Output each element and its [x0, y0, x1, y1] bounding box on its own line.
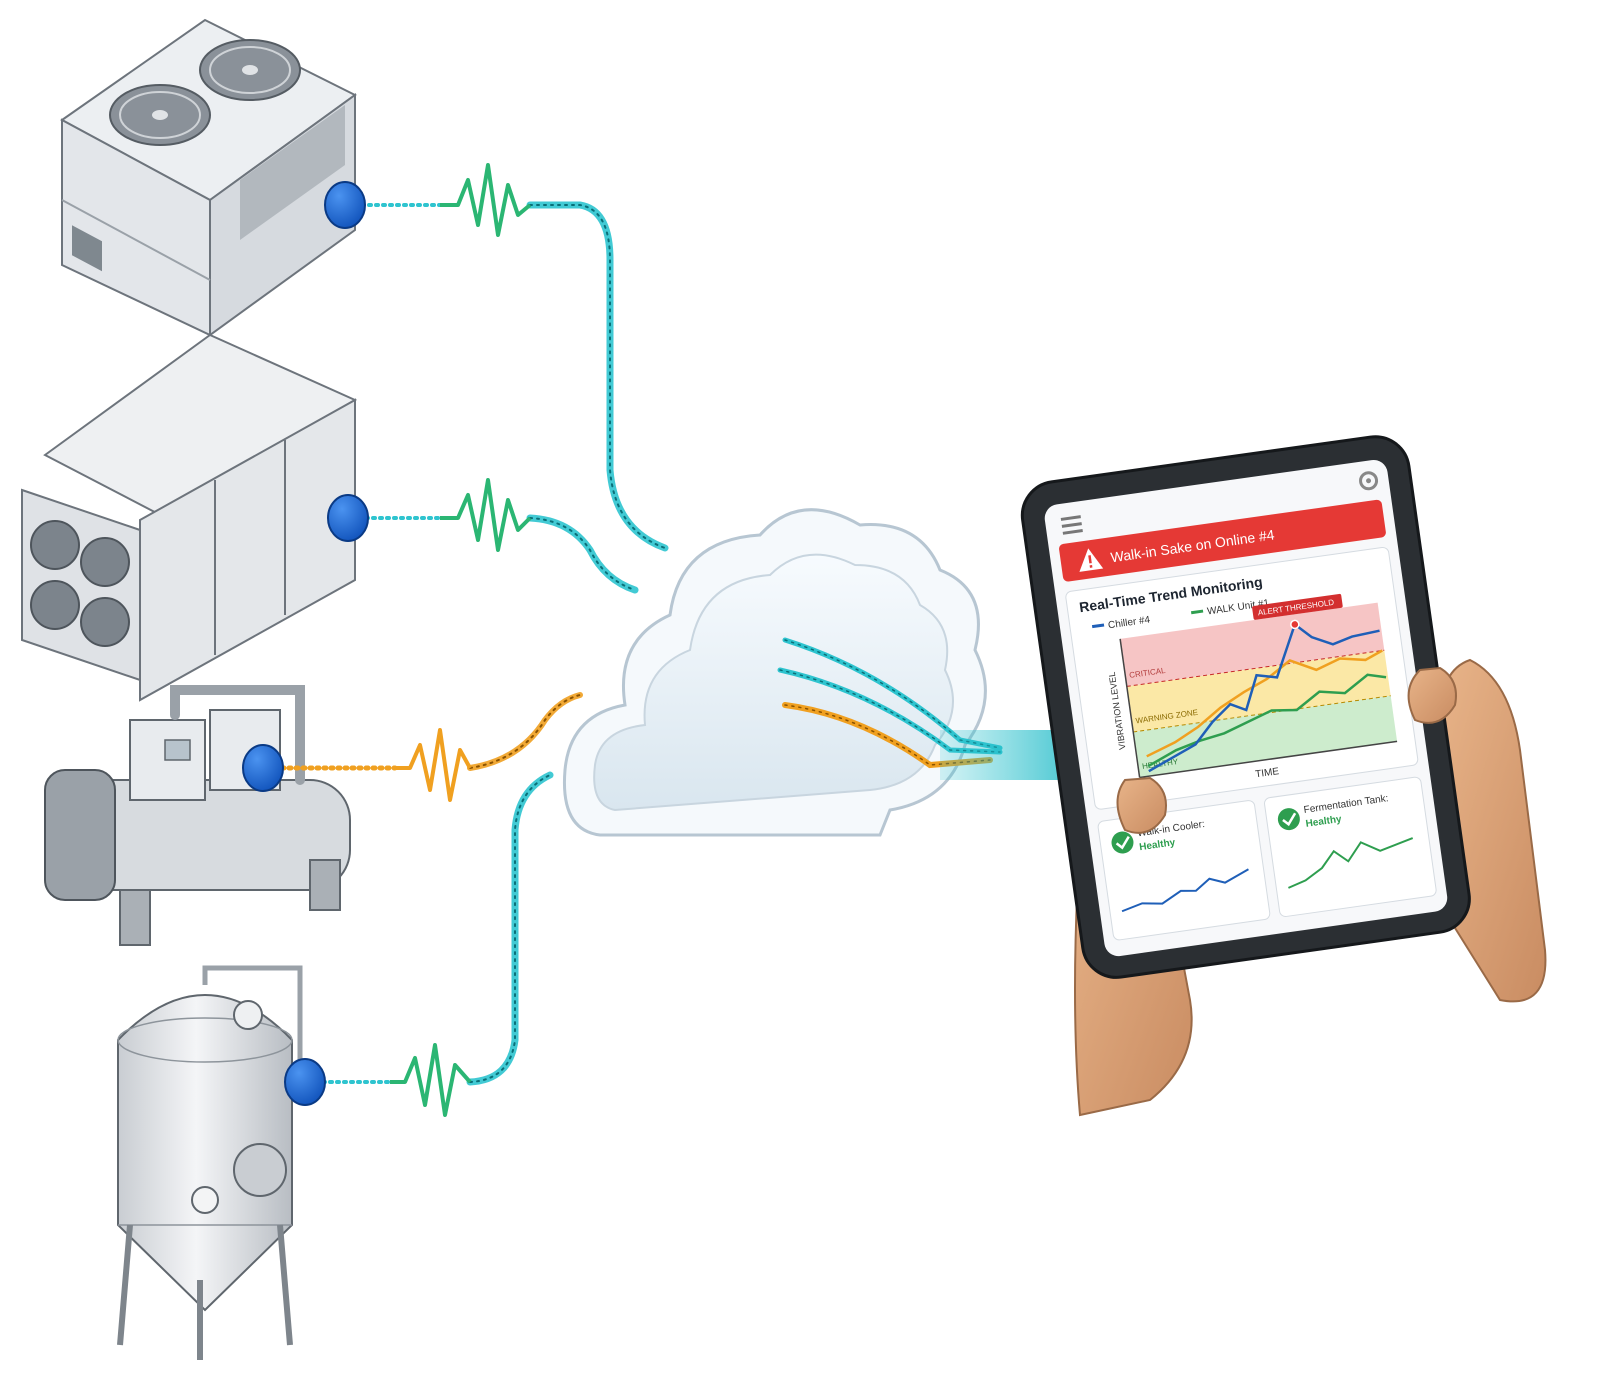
- card-sparkline: [1288, 837, 1414, 889]
- series-line-alert: [1148, 622, 1380, 773]
- chiller-unit: [44, 685, 351, 946]
- warning-icon: [1079, 548, 1104, 572]
- sensor-icon: [284, 1058, 326, 1106]
- fan-icon: [199, 39, 301, 101]
- walk-in-cooler: [21, 333, 358, 702]
- alert-point[interactable]: [1290, 619, 1300, 630]
- gear-icon[interactable]: [1359, 471, 1379, 491]
- fan-icon: [30, 520, 130, 647]
- zone-healthy: [1133, 695, 1398, 778]
- sensor-icon: [327, 494, 369, 542]
- legend-swatch-series-2: [1190, 609, 1204, 615]
- zone-critical: [1120, 602, 1385, 687]
- trend-plot: CRITICAL WARNING ZONE HEALTHY ALERT THRE…: [1107, 593, 1398, 780]
- series-line-healthy: [1147, 673, 1387, 768]
- status-card-walk-in-cooler[interactable]: Walk-in Cooler: Healthy: [1097, 800, 1271, 941]
- legend-swatch-series-1: [1091, 623, 1105, 629]
- x-axis-label: TIME: [1255, 766, 1281, 780]
- condenser-unit: [60, 18, 357, 337]
- zone-warning: [1126, 650, 1391, 732]
- card-sparkline: [1121, 868, 1249, 913]
- status-card-fermentation-tank[interactable]: Fermentation Tank: Healthy: [1264, 776, 1437, 917]
- tablet: Walk-in Sake on Online #4 Real-Time Tren…: [1020, 435, 1471, 979]
- cloud-icon: [562, 508, 987, 837]
- fermentation-tank: [117, 965, 303, 1360]
- vibration-signals: [390, 163, 532, 1117]
- alert-tag: [1252, 593, 1343, 620]
- sensor-icon: [324, 181, 366, 229]
- menu-icon[interactable]: [1060, 515, 1083, 535]
- series-line-warning: [1146, 649, 1383, 758]
- check-icon: [1111, 831, 1134, 854]
- fan-icon: [109, 84, 211, 146]
- card-status: Healthy: [1305, 814, 1343, 830]
- thumbs: [1116, 666, 1457, 834]
- data-links: [279, 201, 669, 1086]
- trend-panel: Real-Time Trend Monitoring Chiller #4 WA…: [1065, 546, 1419, 810]
- card-status: Healthy: [1139, 837, 1177, 853]
- check-icon: [1277, 808, 1300, 831]
- sensor-icon: [242, 744, 284, 792]
